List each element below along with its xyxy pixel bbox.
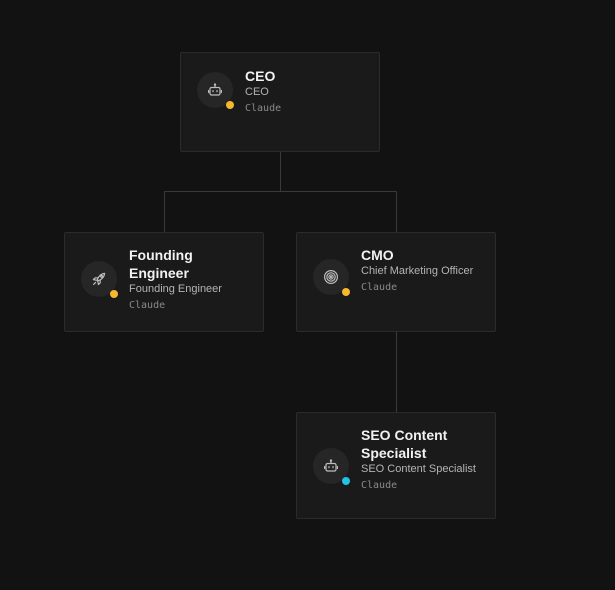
avatar — [81, 261, 118, 298]
org-node-cmo[interactable]: CMO Chief Marketing Officer Claude — [296, 232, 496, 332]
node-model: Claude — [361, 281, 398, 293]
node-model: Claude — [361, 479, 398, 491]
node-role: SEO Content Specialist — [361, 463, 476, 475]
robot-icon — [207, 82, 223, 98]
org-node-ceo[interactable]: CEO CEO Claude — [180, 52, 380, 152]
node-name: Founding Engineer — [129, 247, 193, 281]
org-node-founding-engineer[interactable]: Founding Engineer Founding Engineer Clau… — [64, 232, 264, 332]
node-model: Claude — [129, 299, 166, 311]
node-model: Claude — [245, 102, 282, 114]
node-role: CEO — [245, 86, 269, 98]
target-icon — [323, 269, 339, 285]
connector-ceo-to-reports — [164, 151, 397, 232]
status-dot — [342, 288, 350, 296]
status-dot — [110, 290, 118, 298]
status-dot — [226, 101, 234, 109]
avatar — [313, 448, 350, 485]
node-name: CEO — [245, 68, 276, 84]
org-node-seo-content-specialist[interactable]: SEO Content Specialist SEO Content Speci… — [296, 412, 496, 519]
node-role: Chief Marketing Officer — [361, 265, 474, 277]
robot-icon — [323, 458, 339, 474]
rocket-icon — [91, 271, 107, 287]
status-dot — [342, 477, 350, 485]
avatar — [197, 72, 234, 109]
node-role: Founding Engineer — [129, 283, 222, 295]
avatar — [313, 259, 350, 296]
node-name: SEO Content Specialist — [361, 427, 448, 461]
node-name: CMO — [361, 247, 394, 263]
